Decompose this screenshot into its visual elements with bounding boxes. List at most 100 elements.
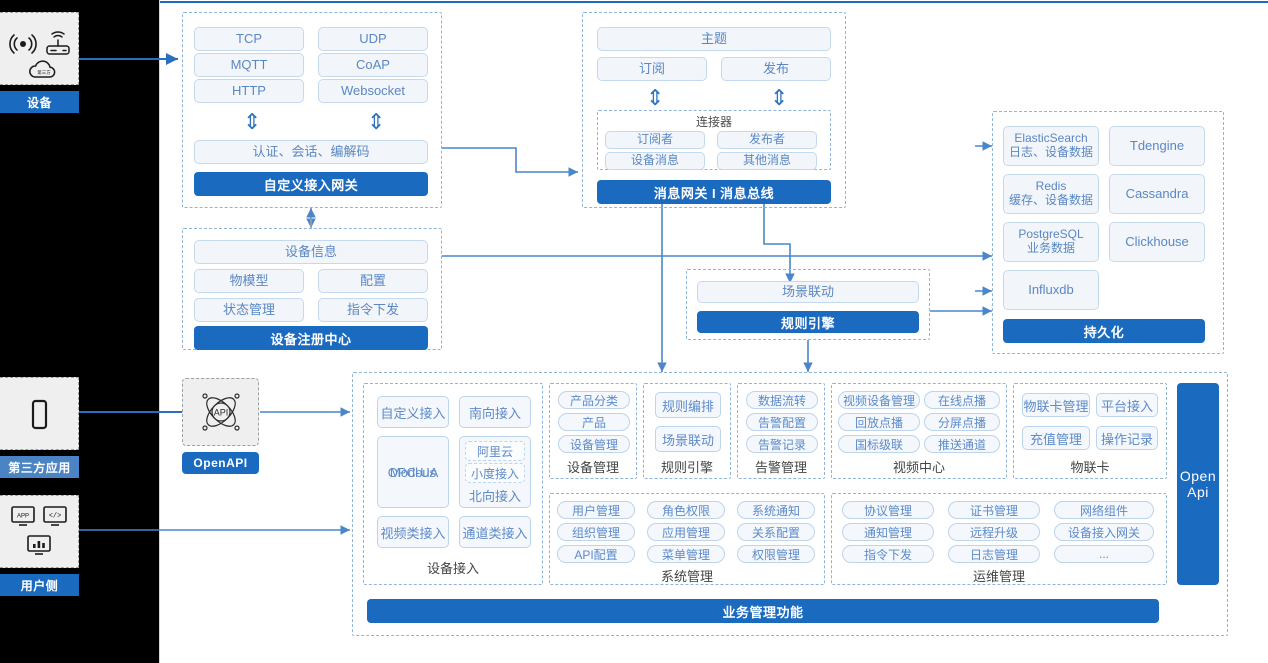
open-api-vertical-bar: Open Api bbox=[1177, 383, 1219, 585]
registry-device-info[interactable]: 设备信息 bbox=[194, 240, 428, 264]
chip-custom-access[interactable]: 自定义接入 bbox=[377, 396, 449, 428]
chip-push-channel[interactable]: 推送通道 bbox=[924, 435, 1000, 453]
chip-xiaodu-access[interactable]: 小度接入 bbox=[465, 463, 525, 483]
system-management-group: 用户管理 角色权限 系统通知 组织管理 应用管理 关系配置 API配置 菜单管理… bbox=[549, 493, 825, 585]
store-elasticsearch[interactable]: ElasticSearch 日志、设备数据 bbox=[1003, 126, 1099, 166]
rail-group-third-party-app: 第三方应用 bbox=[0, 377, 79, 478]
protocol-websocket[interactable]: Websocket bbox=[318, 79, 428, 103]
connector-device-msg[interactable]: 设备消息 bbox=[605, 152, 705, 170]
chip-channel-access[interactable]: 通道类接入 bbox=[459, 516, 531, 548]
system-management-title: 系统管理 bbox=[660, 569, 713, 584]
chip-gb-cascade[interactable]: 国标级联 bbox=[838, 435, 920, 453]
chip-remote-upgrade[interactable]: 远程升级 bbox=[948, 523, 1040, 541]
chip-scene-linkage[interactable]: 场景联动 bbox=[655, 426, 721, 452]
chip-video-access[interactable]: 视频类接入 bbox=[377, 516, 449, 548]
chip-iot-card-management[interactable]: 物联卡管理 bbox=[1022, 393, 1090, 417]
chip-more[interactable]: ... bbox=[1054, 545, 1154, 563]
chip-device-access-gateway[interactable]: 设备接入网关 bbox=[1054, 523, 1154, 541]
chip-org-management[interactable]: 组织管理 bbox=[557, 523, 635, 541]
code-icon: </> bbox=[43, 506, 67, 526]
topic-box[interactable]: 主题 bbox=[597, 27, 831, 51]
chip-notice-management[interactable]: 通知管理 bbox=[842, 523, 934, 541]
connector-title: 连接器 bbox=[695, 115, 732, 129]
chip-product[interactable]: 产品 bbox=[558, 413, 630, 431]
chip-api-config[interactable]: API配置 bbox=[557, 545, 635, 563]
protocol-http[interactable]: HTTP bbox=[194, 79, 304, 103]
chip-rule-orchestration[interactable]: 规则编排 bbox=[655, 392, 721, 418]
store-redis[interactable]: Redis 缓存、设备数据 bbox=[1003, 174, 1099, 214]
store-redis-sub: 缓存、设备数据 bbox=[1008, 193, 1093, 207]
chip-protocol-management[interactable]: 协议管理 bbox=[842, 501, 934, 519]
chip-device-management[interactable]: 设备管理 bbox=[558, 435, 630, 453]
store-cassandra[interactable]: Cassandra bbox=[1109, 174, 1205, 214]
protocol-coap[interactable]: CoAP bbox=[318, 53, 428, 77]
chip-operation-record[interactable]: 操作记录 bbox=[1096, 426, 1158, 450]
chip-recharge-management[interactable]: 充值管理 bbox=[1022, 426, 1090, 450]
store-postgresql[interactable]: PostgreSQL 业务数据 bbox=[1003, 222, 1099, 262]
registry-thing-model[interactable]: 物模型 bbox=[194, 269, 304, 293]
chip-southbound-access[interactable]: 南向接入 bbox=[459, 396, 531, 428]
gateway-panel: TCP UDP MQTT CoAP HTTP Websocket ⇕ ⇕ 认证、… bbox=[182, 12, 442, 208]
chip-permission-management[interactable]: 权限管理 bbox=[737, 545, 815, 563]
store-tdengine[interactable]: Tdengine bbox=[1109, 126, 1205, 166]
chip-app-management[interactable]: 应用管理 bbox=[647, 523, 725, 541]
rail-label-device: 设备 bbox=[0, 91, 79, 113]
app-icon: APP bbox=[11, 506, 35, 526]
device-management-group: 产品分类 产品 设备管理 设备管理 bbox=[549, 383, 637, 479]
persistence-title-bar: 持久化 bbox=[1003, 319, 1205, 343]
gateway-middle-layer[interactable]: 认证、会话、编解码 bbox=[194, 140, 428, 164]
chip-user-management[interactable]: 用户管理 bbox=[557, 501, 635, 519]
connector-panel: 连接器 订阅者 发布者 设备消息 其他消息 bbox=[597, 110, 831, 170]
store-elasticsearch-sub: 日志、设备数据 bbox=[1008, 145, 1093, 159]
subscribe-box[interactable]: 订阅 bbox=[597, 57, 707, 81]
connector-publisher[interactable]: 发布者 bbox=[717, 131, 817, 149]
message-bus-panel: 主题 订阅 发布 ⇕ ⇕ 连接器 订阅者 发布者 设备消息 其他消息 消息网关 … bbox=[582, 12, 846, 208]
chip-data-flow[interactable]: 数据流转 bbox=[746, 391, 818, 409]
chip-alarm-record[interactable]: 告警记录 bbox=[746, 435, 818, 453]
store-clickhouse[interactable]: Clickhouse bbox=[1109, 222, 1205, 262]
chip-relation-config[interactable]: 关系配置 bbox=[737, 523, 815, 541]
registry-config[interactable]: 配置 bbox=[318, 269, 428, 293]
chip-aliyun[interactable]: 阿里云 bbox=[465, 441, 525, 461]
protocol-mqtt[interactable]: MQTT bbox=[194, 53, 304, 77]
publish-box[interactable]: 发布 bbox=[721, 57, 831, 81]
chip-certificate-management[interactable]: 证书管理 bbox=[948, 501, 1040, 519]
rail-group-device: 第三方 设备 bbox=[0, 12, 79, 113]
bus-right-double-arrow-icon: ⇕ bbox=[770, 85, 789, 110]
connector-subscriber[interactable]: 订阅者 bbox=[605, 131, 705, 149]
store-influxdb[interactable]: Influxdb bbox=[1003, 270, 1099, 310]
chip-opc-ua[interactable]: OPC-UA bbox=[377, 436, 449, 508]
chip-menu-management[interactable]: 菜单管理 bbox=[647, 545, 725, 563]
registry-title-bar: 设备注册中心 bbox=[194, 326, 428, 350]
chip-modbus[interactable]: Modbus bbox=[389, 464, 437, 480]
registry-state-mgmt[interactable]: 状态管理 bbox=[194, 298, 304, 322]
rail-label-third-party-app: 第三方应用 bbox=[0, 456, 79, 478]
chip-playback-vod[interactable]: 回放点播 bbox=[838, 413, 920, 431]
chip-network-component[interactable]: 网络组件 bbox=[1054, 501, 1154, 519]
gateway-left-double-arrow-icon: ⇕ bbox=[243, 109, 262, 134]
chip-log-management[interactable]: 日志管理 bbox=[948, 545, 1040, 563]
chip-command-issue[interactable]: 指令下发 bbox=[842, 545, 934, 563]
registry-command-issue[interactable]: 指令下发 bbox=[318, 298, 428, 322]
ops-management-group: 协议管理 证书管理 网络组件 通知管理 远程升级 设备接入网关 指令下发 日志管… bbox=[831, 493, 1167, 585]
dashboard-icon bbox=[27, 535, 51, 555]
chip-role-permission[interactable]: 角色权限 bbox=[647, 501, 725, 519]
router-icon bbox=[46, 31, 70, 55]
chip-platform-access[interactable]: 平台接入 bbox=[1096, 393, 1158, 417]
chip-northbound-access-group[interactable]: 阿里云 小度接入 北向接入 bbox=[459, 436, 531, 508]
rail-label-user-side: 用户侧 bbox=[0, 574, 79, 596]
business-footer-bar: 业务管理功能 bbox=[367, 599, 1159, 623]
ops-management-title: 运维管理 bbox=[972, 569, 1025, 584]
chip-split-screen-vod[interactable]: 分屏点播 bbox=[924, 413, 1000, 431]
connector-other-msg[interactable]: 其他消息 bbox=[717, 152, 817, 170]
protocol-udp[interactable]: UDP bbox=[318, 27, 428, 51]
chip-product-category[interactable]: 产品分类 bbox=[558, 391, 630, 409]
rail-divider bbox=[159, 0, 160, 663]
chip-video-device-management[interactable]: 视频设备管理 bbox=[838, 391, 920, 409]
rule-engine-scene[interactable]: 场景联动 bbox=[697, 281, 919, 303]
chip-online-vod[interactable]: 在线点播 bbox=[924, 391, 1000, 409]
protocol-tcp[interactable]: TCP bbox=[194, 27, 304, 51]
chip-alarm-config[interactable]: 告警配置 bbox=[746, 413, 818, 431]
rule-engine-title-bar: 规则引擎 bbox=[697, 311, 919, 333]
chip-system-notice[interactable]: 系统通知 bbox=[737, 501, 815, 519]
